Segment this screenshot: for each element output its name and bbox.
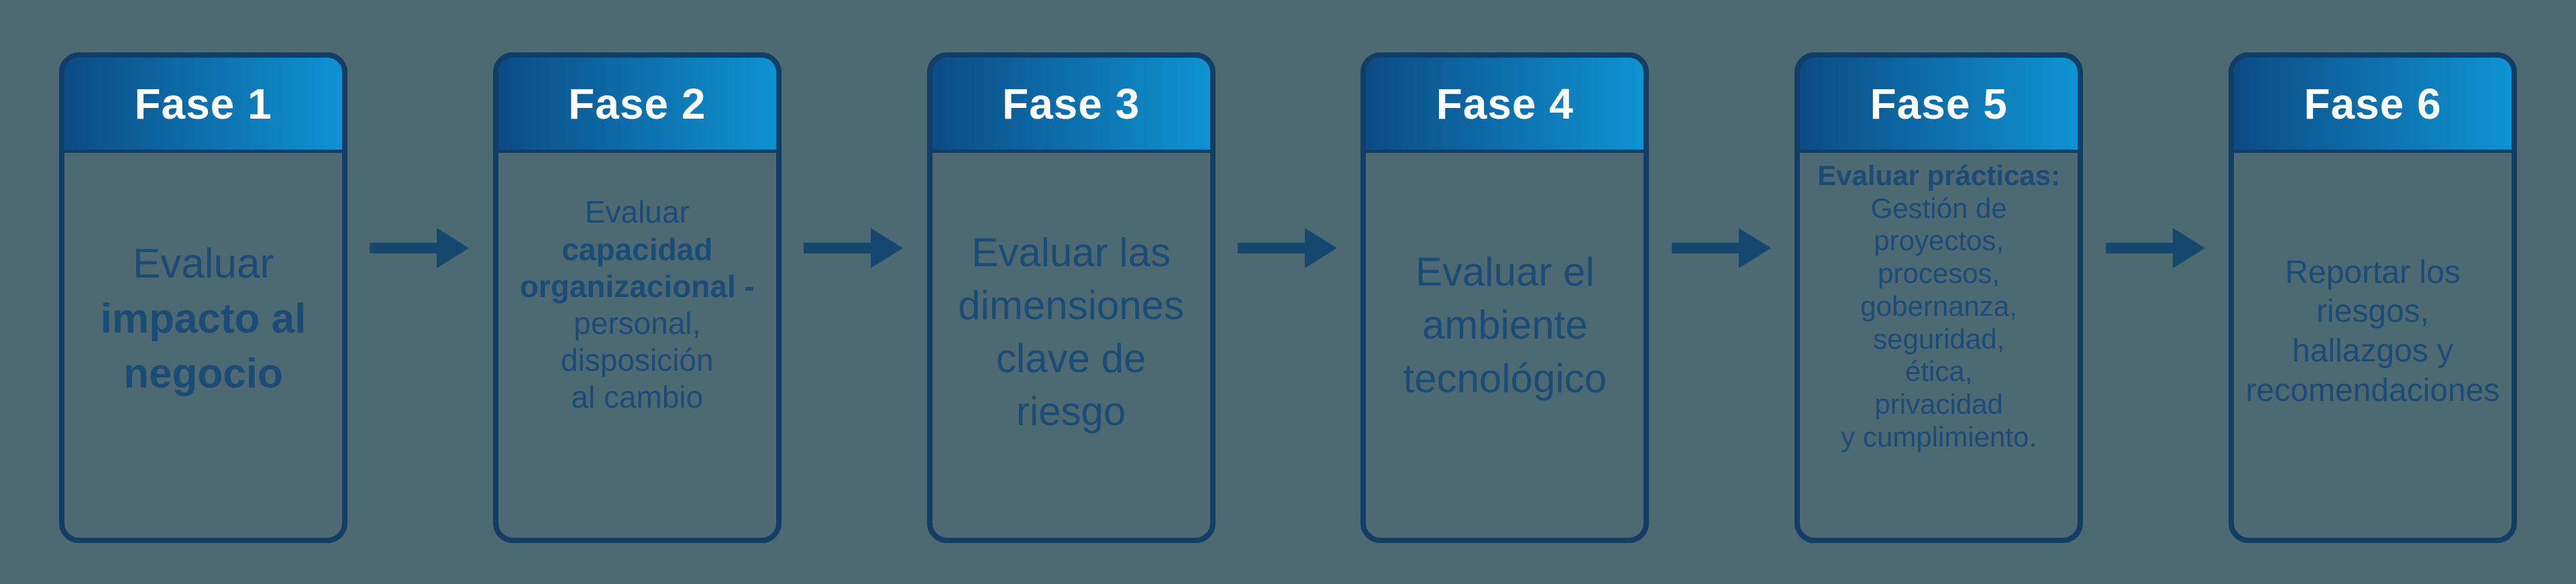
phase-body-line: seguridad, <box>1873 323 2005 355</box>
phase-body: Evaluar el ambiente tecnológico <box>1366 153 1644 538</box>
phase-header: Fase 6 <box>2233 58 2512 153</box>
phase-card-3: Fase 3 Evaluar las dimensiones clave de rie… <box>926 52 1216 543</box>
phase-body-line: Evaluar <box>132 241 274 288</box>
phase-body-line: Evaluar las <box>971 229 1171 275</box>
arrow-right-icon <box>804 228 904 268</box>
phase-body-line: personal, <box>574 306 701 341</box>
phase-body-line: Reportar los <box>2285 254 2461 290</box>
phase-title: Fase 5 <box>1870 79 2008 128</box>
phase-body-line: negocio <box>123 350 283 397</box>
arrow-gap <box>782 0 927 584</box>
phase-body-line: procesos, <box>1878 257 2000 290</box>
phase-body-line: ambiente <box>1421 302 1588 348</box>
phase-body-line: organizacional - <box>519 268 755 304</box>
phase-body-line: Gestión de <box>1870 192 2007 224</box>
phase-body: Evaluar las dimensiones clave de riesgo <box>932 153 1210 538</box>
phase-body: Evaluar impacto al negocio <box>64 153 342 538</box>
phase-body-line: dimensiones <box>958 282 1185 328</box>
phase-body-line: tecnológico <box>1403 355 1607 401</box>
phase-body-line: Evaluar el <box>1415 249 1595 295</box>
phase-body-line: impacto al <box>100 296 307 343</box>
phase-body-line: riesgo <box>1016 389 1126 434</box>
arrow-gap <box>2083 0 2229 584</box>
phase-body-line: capacidad <box>561 231 713 267</box>
phase-body-line: riesgos, <box>2316 294 2430 330</box>
phase-header: Fase 1 <box>64 58 342 153</box>
phase-body-line: Evaluar <box>584 194 690 230</box>
arrow-right-icon <box>370 228 470 268</box>
phase-header: Fase 4 <box>1366 58 1644 153</box>
arrow-right-icon <box>1671 228 1771 268</box>
phase-title: Fase 4 <box>1436 79 1574 128</box>
phase-card-4: Fase 4 Evaluar el ambiente tecnológico <box>1360 52 1650 543</box>
phase-body-line: hallazgos y <box>2292 333 2454 369</box>
phase-header: Fase 5 <box>1800 58 2078 153</box>
phase-card-1: Fase 1 Evaluar impacto al negocio <box>59 52 347 543</box>
phase-body-line: gobernanza, <box>1860 290 2017 322</box>
phase-title: Fase 1 <box>134 79 272 128</box>
phase-body-line: ética, <box>1904 355 1973 388</box>
phase-body-line: al cambio <box>571 379 704 415</box>
phase-title: Fase 2 <box>568 79 706 128</box>
arrow-gap <box>1216 0 1361 584</box>
phase-body-line: privacidad <box>1874 388 2003 420</box>
arrow-right-icon <box>1237 228 1337 268</box>
phase-body-line: proyectos, <box>1874 225 2004 257</box>
arrow-right-icon <box>2105 228 2205 268</box>
phase-header: Fase 2 <box>498 58 776 153</box>
phase-body-line: recomendaciones <box>2245 372 2500 408</box>
arrow-gap <box>1649 0 1794 584</box>
phase-title: Fase 3 <box>1002 79 1140 128</box>
phase-body-line: disposición <box>561 343 714 378</box>
phase-body-line: clave de <box>996 336 1146 381</box>
arrow-gap <box>347 0 493 584</box>
phase-header: Fase 3 <box>932 58 1210 153</box>
phase-title: Fase 6 <box>2304 79 2442 128</box>
phase-body-line: Evaluar prácticas: <box>1817 160 2061 191</box>
phase-body-line: y cumplimiento. <box>1841 420 2037 453</box>
